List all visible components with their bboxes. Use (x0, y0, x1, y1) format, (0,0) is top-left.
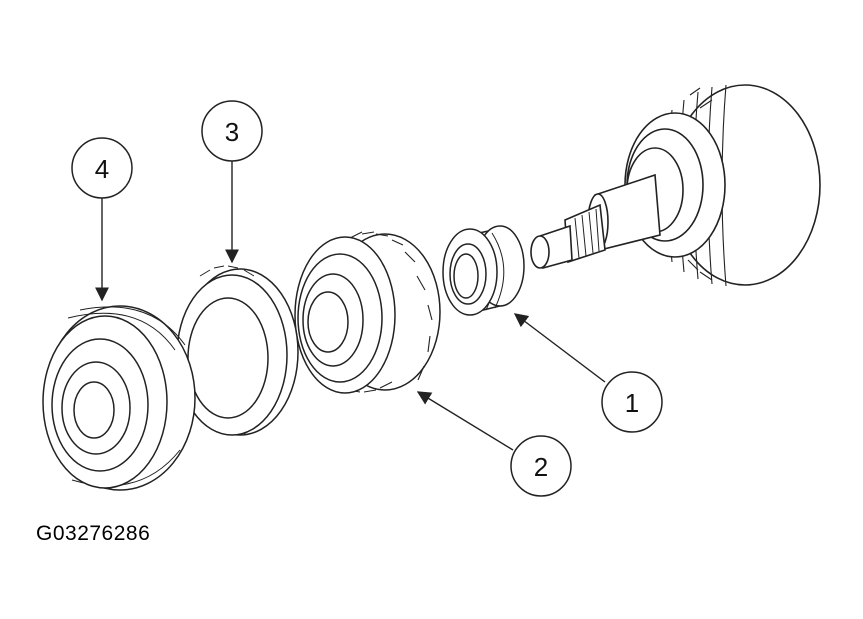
shaft-assembly (530, 84, 821, 287)
gear (294, 231, 441, 394)
leader-line-2 (416, 391, 514, 451)
callout-4-number: 4 (95, 154, 109, 184)
callout-2: 2 (510, 435, 572, 497)
callout-4: 4 (71, 137, 133, 199)
synchronizer-ring (176, 265, 299, 436)
callout-3-number: 3 (225, 117, 239, 147)
gear-teeth (347, 231, 433, 393)
callout-1: 1 (601, 371, 663, 433)
callout-3: 3 (201, 100, 263, 162)
callout-1-number: 1 (625, 388, 639, 418)
hub (42, 305, 196, 491)
leader-line-1 (513, 313, 606, 383)
callout-2-number: 2 (534, 452, 548, 482)
needle-bearing (442, 225, 525, 316)
leader-lines (95, 160, 606, 451)
figure-id: G03276286 (36, 522, 151, 545)
